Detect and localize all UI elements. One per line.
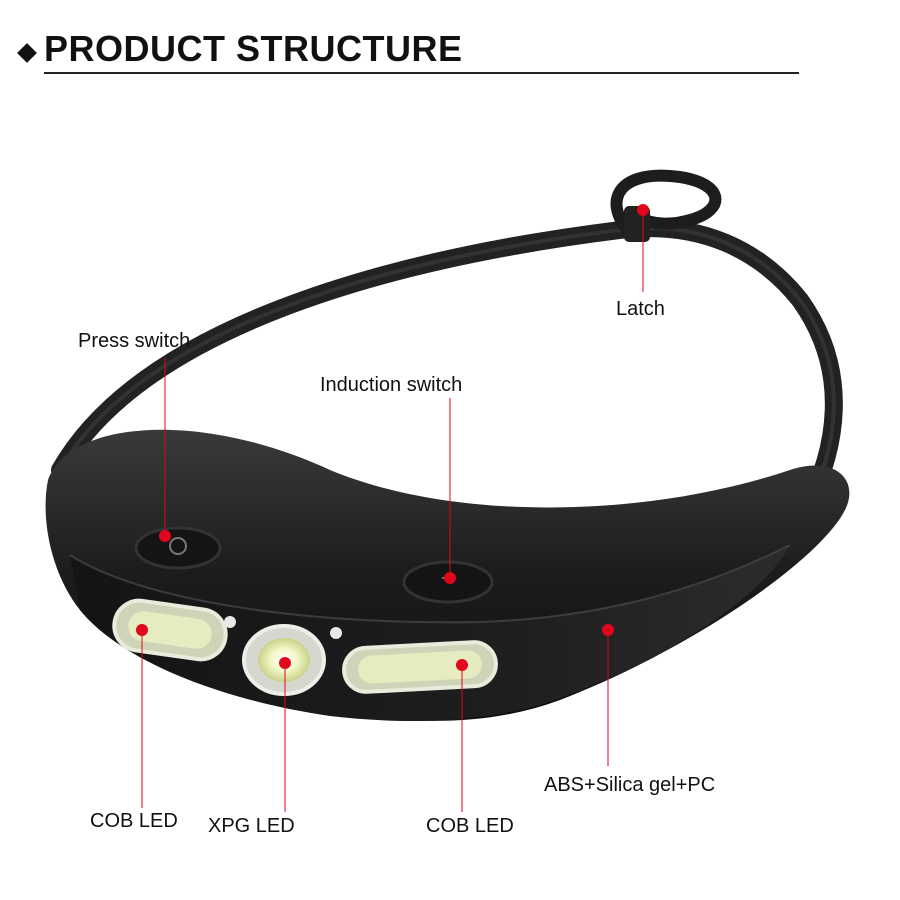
press-switch-button (134, 526, 222, 570)
callout-dots (136, 204, 649, 671)
induction-switch-label: Induction switch (320, 374, 463, 396)
material-marker (602, 624, 614, 636)
induction-switch-marker (444, 572, 456, 584)
xpg-led-label: XPG LED (208, 815, 295, 837)
callout-lines (141, 212, 644, 812)
press-switch-label: Press switch (78, 330, 191, 352)
press-switch-marker (159, 530, 171, 542)
cob-led-right-label: COB LED (426, 815, 514, 837)
cob-led-right (342, 640, 498, 694)
material-label: ABS+Silica gel+PC (544, 774, 716, 796)
latch-label: Latch (616, 298, 665, 320)
latch-marker (637, 204, 649, 216)
xpg-led-marker (279, 657, 291, 669)
header-underline (44, 72, 799, 74)
section-header: PRODUCT STRUCTURE (14, 28, 799, 78)
cob-led-left-label: COB LED (90, 810, 178, 832)
cob-led-left-marker (136, 624, 148, 636)
page-title: PRODUCT STRUCTURE (44, 28, 463, 69)
cob-led-right-marker (456, 659, 468, 671)
